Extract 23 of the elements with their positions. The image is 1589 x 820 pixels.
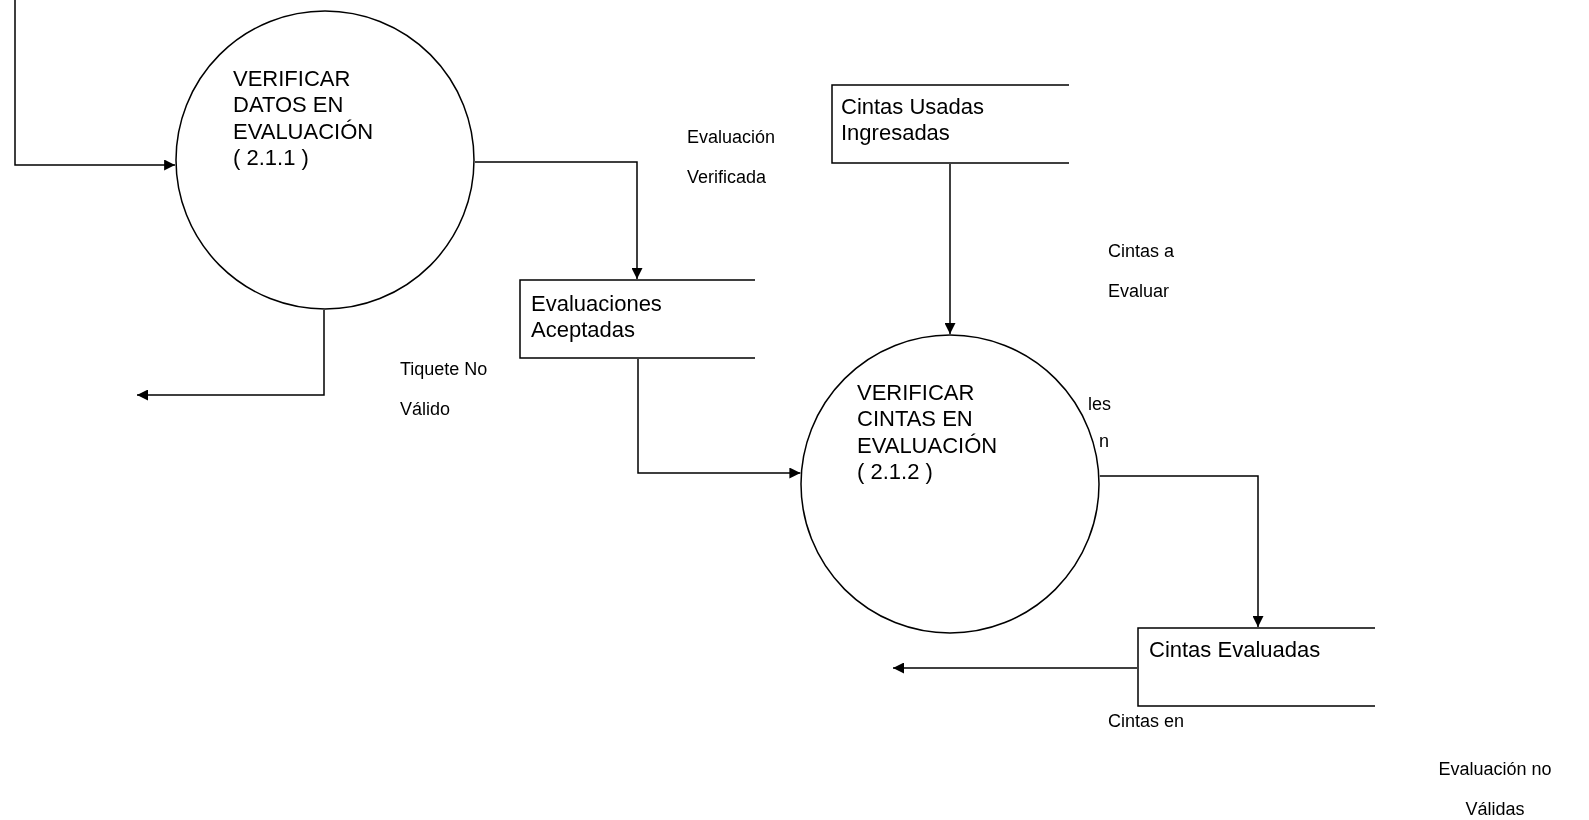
flow-label: n bbox=[1099, 430, 1110, 453]
flow-label: Cintas a Evaluar bbox=[1108, 240, 1176, 303]
process-circle bbox=[175, 10, 475, 310]
flow-label: les bbox=[1088, 393, 1112, 416]
data-store bbox=[519, 279, 755, 359]
store-label: Cintas Evaluadas bbox=[1149, 637, 1322, 664]
arrow bbox=[474, 161, 643, 280]
process-label: VERIFICAR CINTAS EN EVALUACIÓN ( 2.1.2 ) bbox=[857, 380, 999, 486]
arrow bbox=[892, 662, 1138, 674]
process-label: VERIFICAR DATOS EN EVALUACIÓN ( 2.1.1 ) bbox=[233, 66, 375, 172]
arrow bbox=[1099, 475, 1264, 628]
data-store bbox=[1137, 627, 1375, 707]
data-store bbox=[831, 84, 1069, 164]
flow-label: Evaluación no Válidas bbox=[1437, 758, 1553, 820]
store-label: Cintas Usadas Ingresadas bbox=[841, 94, 986, 147]
store-label: Evaluaciones Aceptadas bbox=[531, 291, 663, 344]
flow-label: Cintas en bbox=[1108, 710, 1186, 733]
arrow bbox=[637, 358, 802, 479]
arrow bbox=[944, 163, 956, 335]
flow-label: Tiquete No Válido bbox=[400, 358, 489, 421]
arrow bbox=[14, 0, 176, 171]
flow-label: Evaluación Verificada bbox=[687, 126, 777, 189]
arrow bbox=[136, 309, 325, 401]
